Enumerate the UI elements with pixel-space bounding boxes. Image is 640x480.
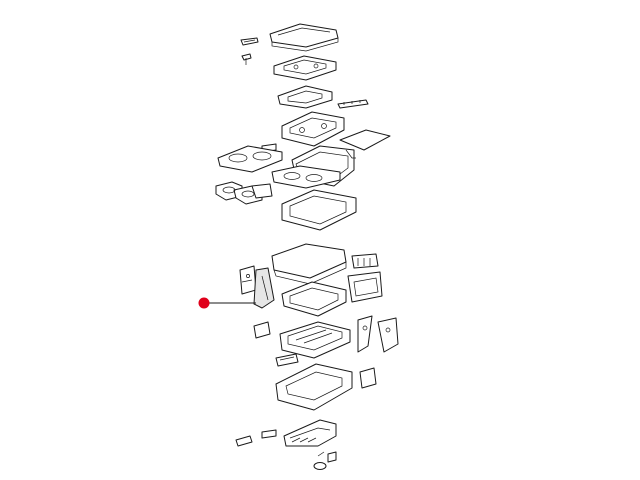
switch-module: [351, 253, 379, 269]
console-bin-main: [281, 189, 357, 231]
cupholder-insert: [217, 145, 283, 173]
lid-inner-panel: [273, 55, 337, 81]
hinge-arm-right: [377, 317, 399, 353]
storage-tray-upper: [281, 111, 345, 147]
hinge-arm-left: [357, 315, 373, 353]
lid-latch-parts: [240, 37, 259, 65]
latch-right: [359, 367, 377, 389]
storage-bin-lower: [281, 281, 347, 317]
console-base: [275, 363, 353, 411]
armrest-lid: [269, 23, 339, 52]
console-bin-upper: [271, 145, 356, 189]
hinge-bracket: [337, 99, 369, 109]
fastener-set: [235, 429, 337, 470]
air-duct: [283, 419, 337, 447]
callout-marker[interactable]: [198, 297, 257, 309]
armrest-cushion: [271, 243, 347, 285]
lid-frame: [277, 85, 333, 109]
tray-mat: [339, 129, 391, 151]
cup-holder-rings: [215, 181, 273, 205]
small-bracket: [253, 321, 271, 339]
side-trim-strip: [253, 267, 275, 309]
side-bracket-left: [239, 265, 257, 295]
wire-connector: [275, 353, 299, 367]
rear-panel: [347, 271, 383, 303]
base-tray: [279, 321, 351, 359]
red-dot-icon: [198, 297, 210, 309]
